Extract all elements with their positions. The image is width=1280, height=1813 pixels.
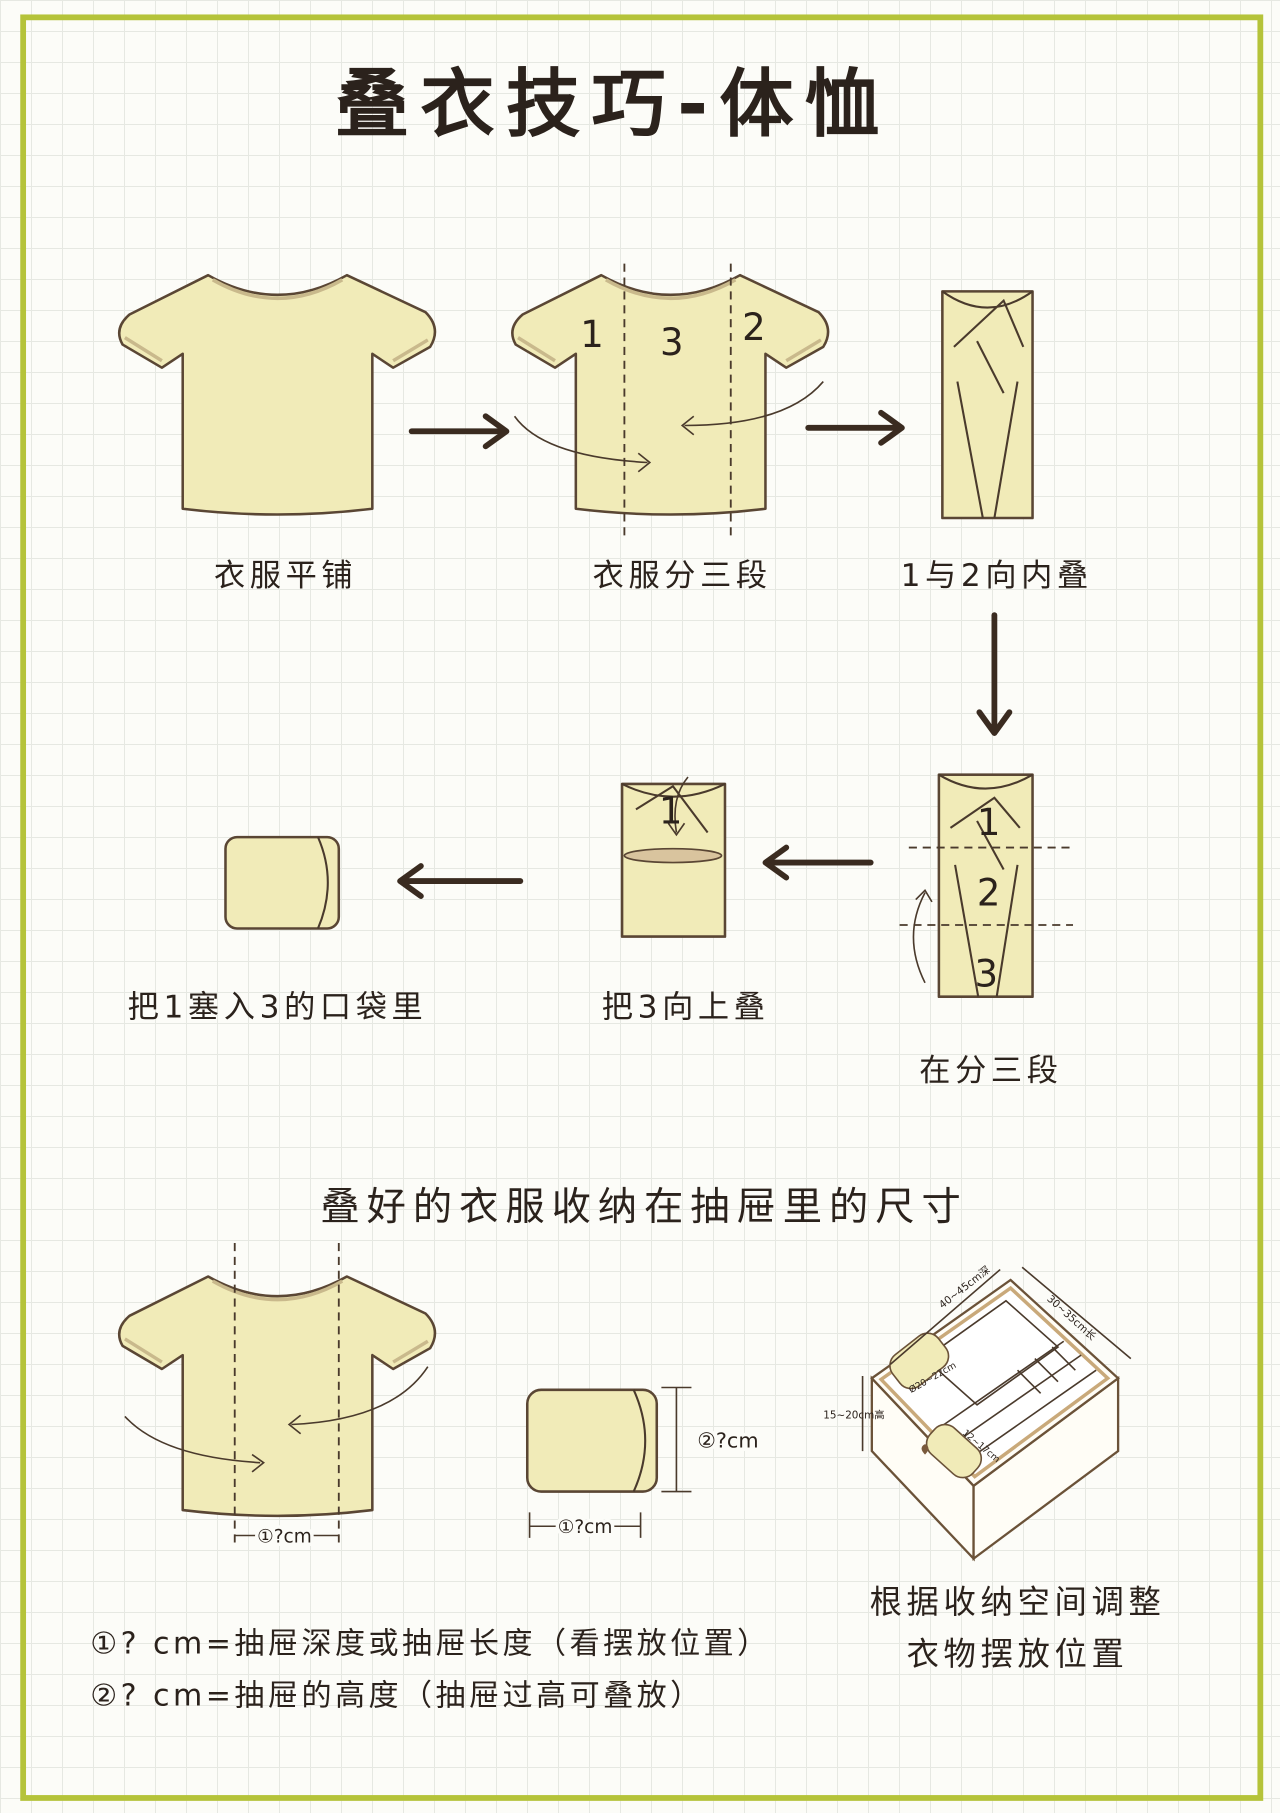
- step2-caption: 衣服分三段: [593, 558, 772, 594]
- section-label: 1: [977, 801, 1001, 844]
- section-label: 2: [977, 871, 1001, 914]
- arrowhead-icon: [762, 844, 790, 881]
- step5-caption: 把3向上叠: [602, 990, 770, 1026]
- fold-arrow-icon: [912, 889, 933, 984]
- note-line-1: ①? cm=抽屉深度或抽屉长度（看摆放位置）: [90, 1626, 770, 1661]
- arrowhead-icon: [976, 709, 1013, 736]
- fold-arrow-icon: [287, 1366, 429, 1435]
- step6-caption: 把1塞入3的口袋里: [128, 990, 428, 1026]
- rolled-shirt-measure: [525, 1388, 659, 1493]
- drawer-height-label: 15~20cm高: [823, 1409, 884, 1422]
- width-dimension: [528, 1512, 642, 1538]
- tip-line-1: 根据收纳空间调整: [870, 1583, 1166, 1621]
- strip-three-sections: [937, 773, 1034, 998]
- flat-tshirt: [117, 273, 437, 517]
- strip-folded-up: [620, 776, 727, 938]
- shirt-width-label: ①?cm: [257, 1526, 312, 1547]
- folded-strip: [941, 290, 1034, 520]
- section-label: 3: [660, 321, 684, 364]
- section-label: 2: [742, 306, 766, 349]
- section-subtitle: 叠好的衣服收纳在抽屉里的尺寸: [320, 1185, 967, 1230]
- step1-caption: 衣服平铺: [214, 558, 357, 594]
- fold-arrow-icon: [124, 1415, 265, 1473]
- section-label: 1: [580, 313, 604, 356]
- section-label: 3: [975, 952, 999, 995]
- step4-caption: 在分三段: [919, 1053, 1062, 1089]
- fold-arrow-icon: [680, 381, 824, 436]
- heart-icon: [921, 1444, 929, 1455]
- roll-height-label: ②?cm: [697, 1429, 758, 1453]
- note-line-2: ②? cm=抽屉的高度（抽屉过高可叠放）: [90, 1678, 703, 1713]
- page-title: 叠衣技巧-体恤: [335, 62, 891, 148]
- tip-line-2: 衣物摆放位置: [907, 1635, 1129, 1673]
- section-label: 1: [659, 789, 683, 832]
- height-dimension: [661, 1386, 692, 1493]
- step3-caption: 1与2向内叠: [901, 558, 1093, 594]
- arrowhead-icon: [482, 413, 510, 450]
- tshirt-three-sections: [510, 273, 830, 517]
- drawer-illustration: [861, 1266, 1132, 1562]
- page-frame: [20, 14, 1264, 1801]
- roll-width-label: ①?cm: [558, 1517, 613, 1538]
- rolled-shirt: [224, 835, 341, 930]
- fold-arrow-icon: [513, 415, 652, 473]
- tshirt-measure: [117, 1274, 437, 1518]
- arrowhead-icon: [397, 863, 424, 899]
- arrowhead-icon: [878, 409, 905, 446]
